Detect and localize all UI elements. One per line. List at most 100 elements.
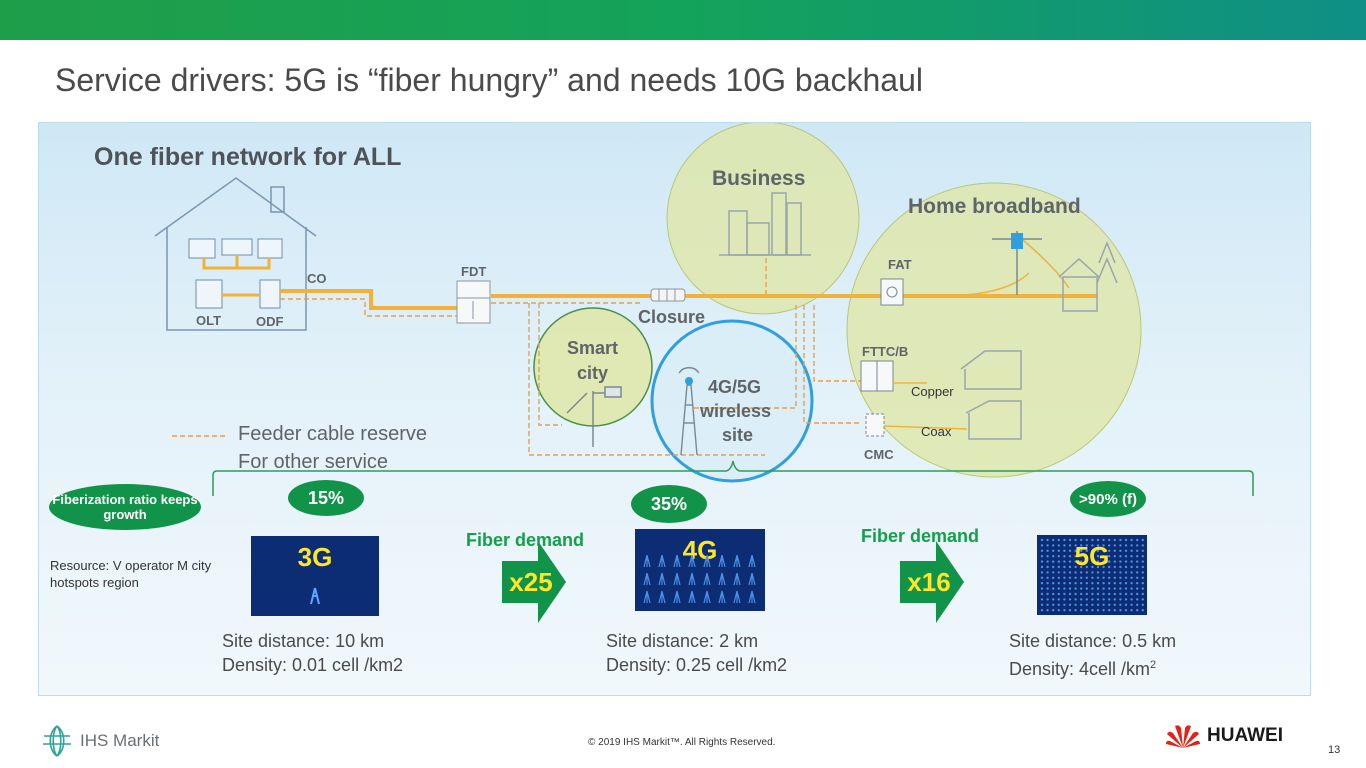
antenna-5g-mark — [1130, 555, 1133, 558]
antenna-5g-mark — [1096, 565, 1100, 569]
antenna-5g-mark — [1046, 582, 1049, 585]
antenna-5g-mark — [1108, 598, 1111, 601]
antenna-5g-mark — [1057, 555, 1060, 558]
antenna-5g-mark — [1102, 609, 1105, 612]
antenna-4g-mark — [643, 554, 651, 568]
cell-tower-icon — [678, 367, 700, 456]
antenna-5g-mark — [1124, 571, 1128, 574]
home-broadband-label: Home broadband — [908, 195, 1081, 218]
antenna-5g-mark — [1113, 609, 1116, 612]
antenna-5g-mark — [1130, 609, 1133, 612]
antenna-5g-mark — [1124, 565, 1128, 569]
antenna-5g-mark — [1063, 549, 1066, 552]
antenna-5g-mark — [1040, 576, 1044, 579]
network-diagram — [154, 123, 1254, 496]
co-internal-links — [202, 255, 271, 297]
antenna-5g-mark — [1068, 576, 1072, 579]
antenna-4g-mark — [703, 572, 711, 586]
antenna-5g-mark — [1130, 603, 1133, 606]
ihs-markit-logo: IHS Markit — [40, 724, 159, 758]
antenna-5g-mark — [1119, 587, 1122, 590]
density-3g: Density: 0.01 cell /km2 — [222, 655, 404, 675]
antenna-4g-mark — [673, 572, 681, 586]
antenna-4g-mark — [748, 554, 756, 568]
antenna-5g-mark — [1080, 555, 1083, 558]
antenna-5g-mark — [1102, 592, 1105, 596]
antenna-5g-mark — [1046, 603, 1049, 606]
antenna-5g-mark — [1074, 560, 1077, 563]
antenna-5g-mark — [1085, 587, 1088, 590]
antenna-5g-mark — [1102, 571, 1105, 574]
antenna-5g-mark — [1130, 598, 1133, 601]
antenna-5g-mark — [1068, 571, 1072, 574]
antenna-4g-mark — [703, 590, 711, 604]
antenna-5g-mark — [1068, 565, 1072, 569]
antenna-5g-mark — [1119, 571, 1122, 574]
antenna-5g-mark — [1136, 538, 1139, 542]
gen-3g-label: 3G — [297, 542, 333, 572]
antenna-5g-mark — [1052, 587, 1055, 590]
antenna-5g-mark — [1096, 555, 1100, 558]
antenna-5g-mark — [1124, 576, 1128, 579]
antenna-5g-mark — [1119, 544, 1122, 547]
density-5g-superscript: 2 — [1150, 659, 1157, 671]
business-circle — [666, 123, 860, 315]
antenna-5g-mark — [1074, 555, 1077, 558]
antenna-5g-mark — [1119, 565, 1122, 569]
slide-title: Service drivers: 5G is “fiber hungry” an… — [55, 62, 923, 98]
fat-drop — [902, 272, 1030, 297]
antenna-4g-mark — [703, 554, 711, 568]
antenna-5g-mark — [1136, 555, 1139, 558]
wireless-site-circle — [650, 319, 814, 483]
coax-link — [883, 425, 968, 430]
cmc-unit-icon — [865, 413, 885, 437]
antenna-5g-mark — [1080, 592, 1083, 596]
antenna-5g-mark — [1057, 582, 1060, 585]
antenna-5g-mark — [1141, 609, 1144, 612]
antenna-5g-mark — [1108, 603, 1111, 606]
antenna-5g-mark — [1119, 603, 1122, 606]
antenna-5g-mark — [1091, 555, 1094, 558]
antenna-5g-mark — [1136, 598, 1139, 601]
diagram-panel: One fiber network for ALL CO OLT ODF FDT… — [38, 122, 1311, 696]
antenna-5g-mark — [1040, 587, 1044, 590]
antenna-5g-mark — [1085, 598, 1088, 601]
antenna-5g-mark — [1119, 576, 1122, 579]
antenna-5g-mark — [1108, 538, 1111, 542]
antenna-5g-mark — [1063, 538, 1066, 542]
antenna-5g-mark — [1136, 592, 1139, 596]
antenna-5g-mark — [1136, 609, 1139, 612]
antenna-5g-mark — [1124, 538, 1128, 542]
antenna-5g-mark — [1130, 592, 1133, 596]
antenna-5g-mark — [1040, 565, 1044, 569]
antenna-5g-mark — [1141, 555, 1144, 558]
antenna-5g-mark — [1096, 587, 1100, 590]
antenna-5g-mark — [1074, 576, 1077, 579]
fiberization-badge: Fiberization ratio keeps growth — [49, 484, 201, 530]
antenna-5g-mark — [1057, 565, 1060, 569]
legend-line-1: Feeder cable reserve — [238, 423, 427, 445]
antenna-5g-mark — [1085, 603, 1088, 606]
antenna-5g-mark — [1063, 582, 1066, 585]
antenna-5g-mark — [1074, 544, 1077, 547]
antenna-5g-mark — [1085, 582, 1088, 585]
antenna-5g-mark — [1119, 592, 1122, 596]
antenna-4g-mark — [688, 590, 696, 604]
antenna-5g-mark — [1091, 560, 1094, 563]
antenna-5g-mark — [1141, 565, 1144, 569]
antenna-5g-mark — [1068, 582, 1072, 585]
antenna-5g-mark — [1096, 560, 1100, 563]
antenna-grid-5g — [1040, 538, 1144, 612]
antenna-5g-mark — [1063, 598, 1066, 601]
antenna-5g-mark — [1119, 555, 1122, 558]
timeline-brace — [212, 460, 1254, 496]
antenna-5g-mark — [1068, 603, 1072, 606]
density-4g: Density: 0.25 cell /km2 — [606, 655, 788, 675]
closure-icon — [650, 288, 686, 302]
antenna-5g-mark — [1057, 598, 1060, 601]
demand-arrow-x25: x25 — [502, 541, 566, 623]
antenna-5g-mark — [1080, 549, 1083, 552]
antenna-5g-mark — [1124, 544, 1128, 547]
olt-label: OLT — [196, 313, 222, 328]
antenna-5g-mark — [1141, 592, 1144, 596]
